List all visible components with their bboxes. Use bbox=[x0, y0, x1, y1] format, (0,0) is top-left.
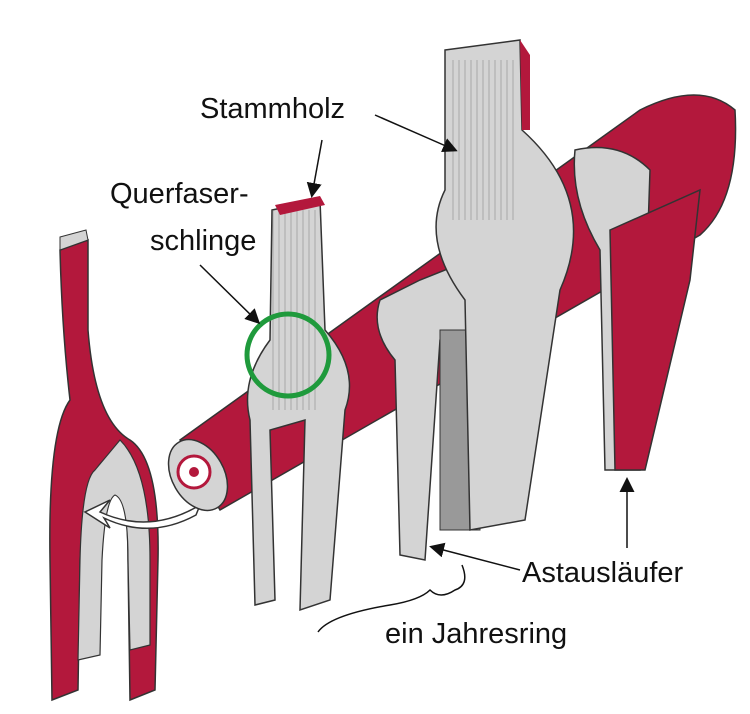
jahresring-brace bbox=[317, 564, 466, 633]
label-stammholz: Stammholz bbox=[200, 93, 345, 125]
rotation-arrow-icon bbox=[83, 499, 202, 529]
detached-ring-section bbox=[49, 229, 159, 702]
stem-section-3 bbox=[435, 39, 575, 531]
arrow-stammholz-1 bbox=[306, 139, 323, 198]
arrow-astauslaeufer-1 bbox=[429, 542, 521, 571]
arrow-querfaser bbox=[199, 264, 261, 325]
label-astauslaeufer: Astausläufer bbox=[522, 557, 684, 589]
querfaserschlinge-highlight-circle bbox=[244, 311, 332, 399]
stem-section-4 bbox=[573, 146, 701, 471]
arrow-stammholz-2 bbox=[374, 114, 458, 153]
label-querfaser-line2: schlinge bbox=[150, 225, 256, 257]
stem-section-1 bbox=[246, 196, 351, 612]
label-querfaser-line1: Querfaser- bbox=[110, 178, 249, 210]
label-jahresring: ein Jahresring bbox=[385, 618, 567, 650]
